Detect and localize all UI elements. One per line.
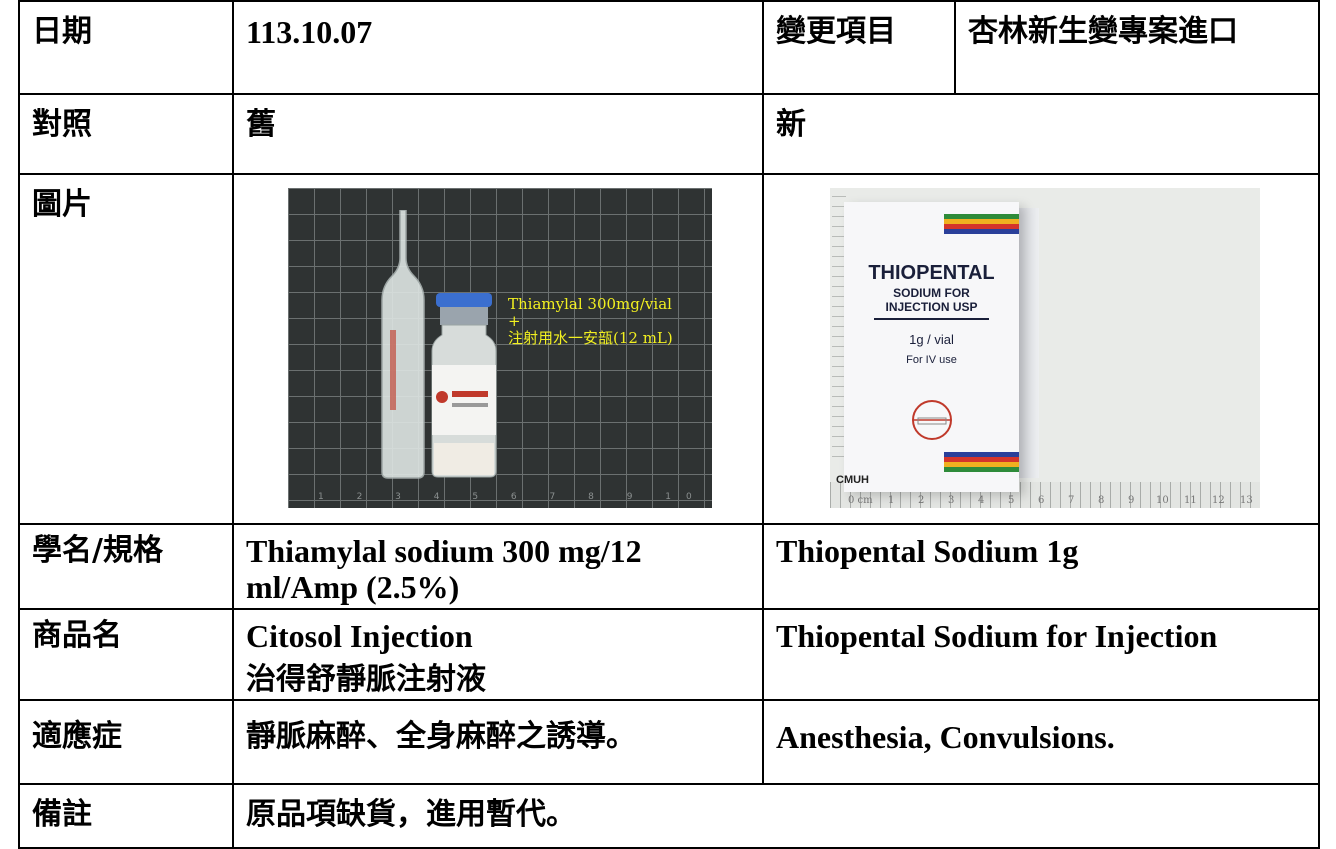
box-line2: SODIUM FOR (893, 286, 970, 300)
vertical-ruler (832, 196, 846, 466)
compare-new-cell: 新 (762, 93, 1320, 175)
compare-new: 新 (776, 107, 806, 142)
box-stripes-top (944, 214, 1019, 234)
vial-image (431, 293, 497, 478)
change-value-cell: 杏林新生變專案進口 (954, 0, 1320, 95)
date-label-cell: 日期 (18, 0, 234, 95)
ampoule-image (381, 210, 425, 479)
change-label: 變更項目 (776, 14, 896, 49)
date-value: 113.10.07 (246, 14, 373, 50)
remark-value: 原品項缺貨，進用暫代。 (246, 797, 576, 832)
old-product-photo: Thiamylal 300mg/vial + 注射用水一安瓿(12 mL) 1 … (288, 188, 712, 508)
generic-label-cell: 學名/規格 (18, 523, 234, 610)
new-product-photo: 0 cm 1 2 3 4 5 6 7 8 9 10 11 12 13 THIOP… (830, 188, 1260, 508)
brand-old-cell: Citosol Injection 治得舒靜脈注射液 (232, 608, 764, 701)
generic-old-cell: Thiamylal sodium 300 mg/12 ml/Amp (2.5%) (232, 523, 764, 610)
box-stripes-bottom (944, 452, 1019, 472)
image-label: 圖片 (32, 187, 92, 222)
change-label-cell: 變更項目 (762, 0, 956, 95)
brand-new-cell: Thiopental Sodium for Injection (762, 608, 1320, 701)
stamp-icon (912, 400, 952, 440)
generic-new: Thiopental Sodium 1g (776, 533, 1079, 569)
box-side (1019, 208, 1039, 478)
indication-label-cell: 適應症 (18, 699, 234, 785)
indication-old: 靜脈麻醉、全身麻醉之誘導。 (246, 719, 636, 754)
compare-old: 舊 (246, 107, 276, 142)
old-photo-ruler: 1 2 3 4 5 6 7 8 9 10 11 12 13 14 15 16 1… (318, 492, 712, 502)
horizontal-ruler: 0 cm 1 2 3 4 5 6 7 8 9 10 11 12 13 (830, 482, 1260, 508)
remark-label: 備註 (32, 797, 92, 832)
remark-value-cell: 原品項缺貨，進用暫代。 (232, 783, 1320, 849)
date-label: 日期 (32, 14, 92, 49)
thiopental-box: THIOPENTAL SODIUM FOR INJECTION USP 1g /… (844, 202, 1019, 492)
box-brand: THIOPENTAL (868, 262, 995, 284)
old-photo-caption: Thiamylal 300mg/vial + 注射用水一安瓿(12 mL) (508, 295, 673, 347)
brand-old-line1: Citosol Injection (246, 618, 473, 654)
indication-new-cell: Anesthesia, Convulsions. (762, 699, 1320, 785)
brand-old-line2: 治得舒靜脈注射液 (246, 662, 486, 697)
brand-label: 商品名 (32, 618, 122, 653)
grid-mat (288, 188, 712, 508)
generic-old-line2: ml/Amp (2.5%) (246, 569, 460, 605)
box-line3: INJECTION USP (885, 300, 978, 314)
change-value: 杏林新生變專案進口 (968, 14, 1238, 49)
box-route: For IV use (906, 354, 957, 366)
generic-label: 學名/規格 (32, 533, 163, 568)
compare-label-cell: 對照 (18, 93, 234, 175)
brand-new: Thiopental Sodium for Injection (776, 618, 1218, 654)
indication-old-cell: 靜脈麻醉、全身麻醉之誘導。 (232, 699, 764, 785)
box-divider (874, 318, 989, 320)
brand-label-cell: 商品名 (18, 608, 234, 701)
indication-label: 適應症 (32, 719, 122, 754)
compare-label: 對照 (32, 107, 92, 142)
date-value-cell: 113.10.07 (232, 0, 764, 95)
remark-label-cell: 備註 (18, 783, 234, 849)
compare-old-cell: 舊 (232, 93, 764, 175)
cmuh-mark: CMUH (836, 474, 869, 486)
generic-new-cell: Thiopental Sodium 1g (762, 523, 1320, 610)
image-label-cell: 圖片 (18, 173, 234, 525)
generic-old-line1: Thiamylal sodium 300 mg/12 (246, 533, 642, 569)
box-dose: 1g / vial (909, 332, 954, 347)
indication-new: Anesthesia, Convulsions. (776, 719, 1115, 755)
